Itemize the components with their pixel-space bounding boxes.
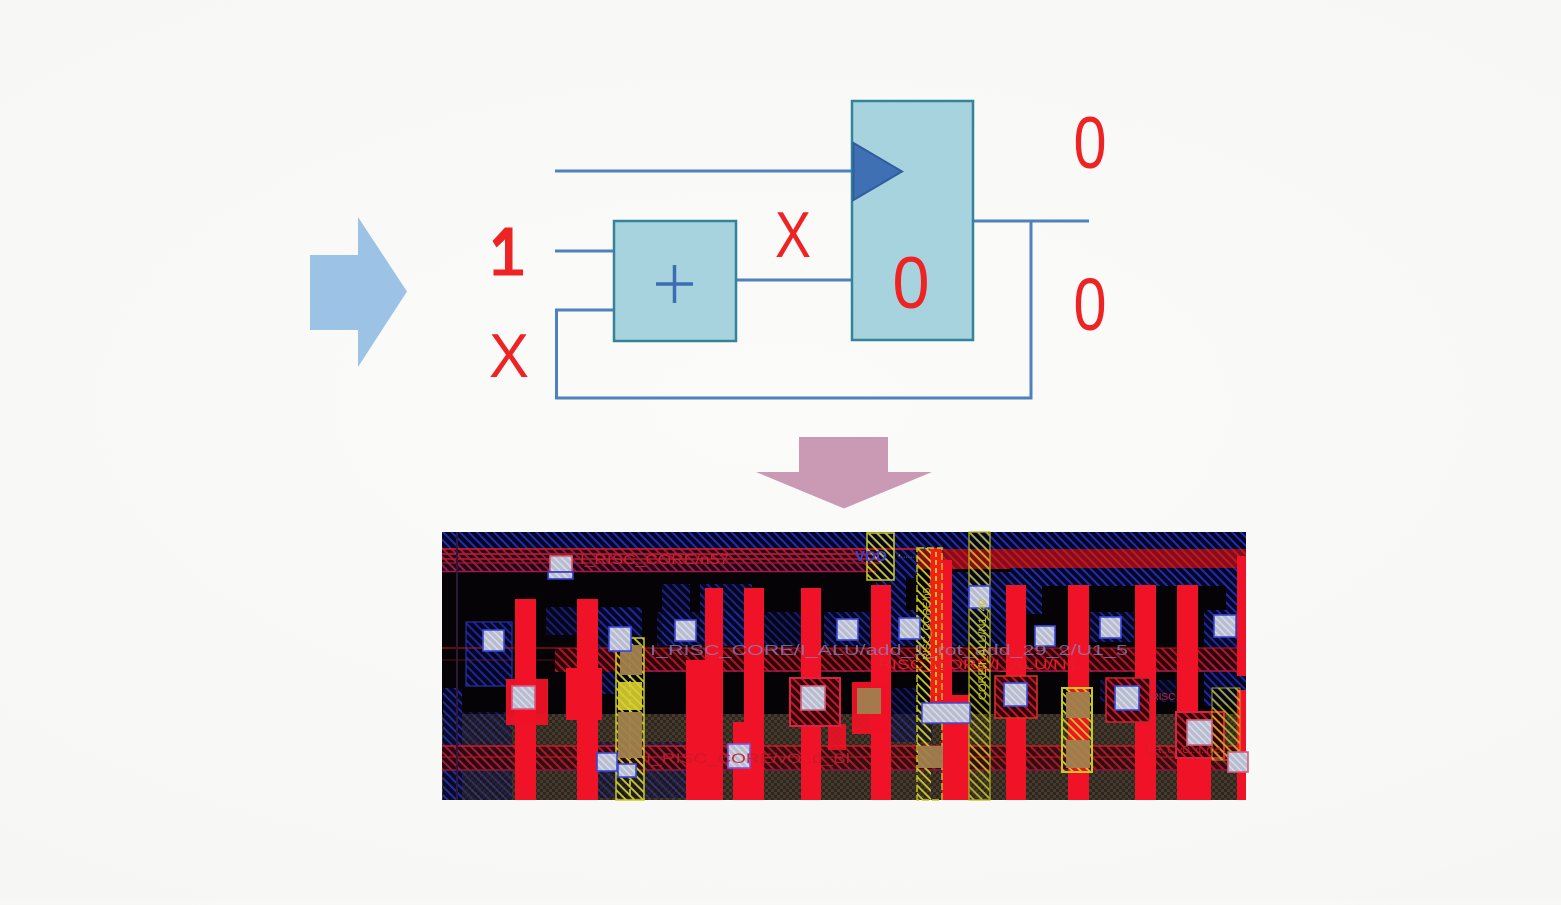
svg-text:VDD: VDD [855,548,887,565]
svg-text:0: 0 [893,243,930,324]
svg-text:X: X [775,198,811,271]
svg-text:X: X [489,322,529,391]
svg-text:I_RISC_CORE/n57: I_RISC_CORE/n57 [580,551,729,567]
svg-text:I_RISC_CORE/vO..d_Bl: I_RISC_CORE/vO..d_Bl [646,750,850,766]
svg-text:0: 0 [1074,103,1107,184]
svg-text:RISC_CORE/n5..: RISC_CORE/n5.. [922,582,933,660]
svg-text:CORE/I_ALU/N1_40: CORE/I_ALU/N1_40 [977,599,989,700]
svg-text:I_R..C/vO..d..me..: I_R..C/vO..d..me.. [1146,745,1226,756]
svg-text:*·······: *······· [898,554,917,561]
svg-text:0: 0 [1074,263,1107,346]
svg-text:RISC_CORE/I_ALU/N1..: RISC_CORE/I_ALU/N1.. [878,656,1088,672]
svg-text:..RISC..: ..RISC.. [1146,692,1181,703]
svg-text:I_RISC_CORE/I_ALU/add_1_rot_ad: I_RISC_CORE/I_ALU/add_1_rot_add_29_2/U1_… [650,642,1128,659]
